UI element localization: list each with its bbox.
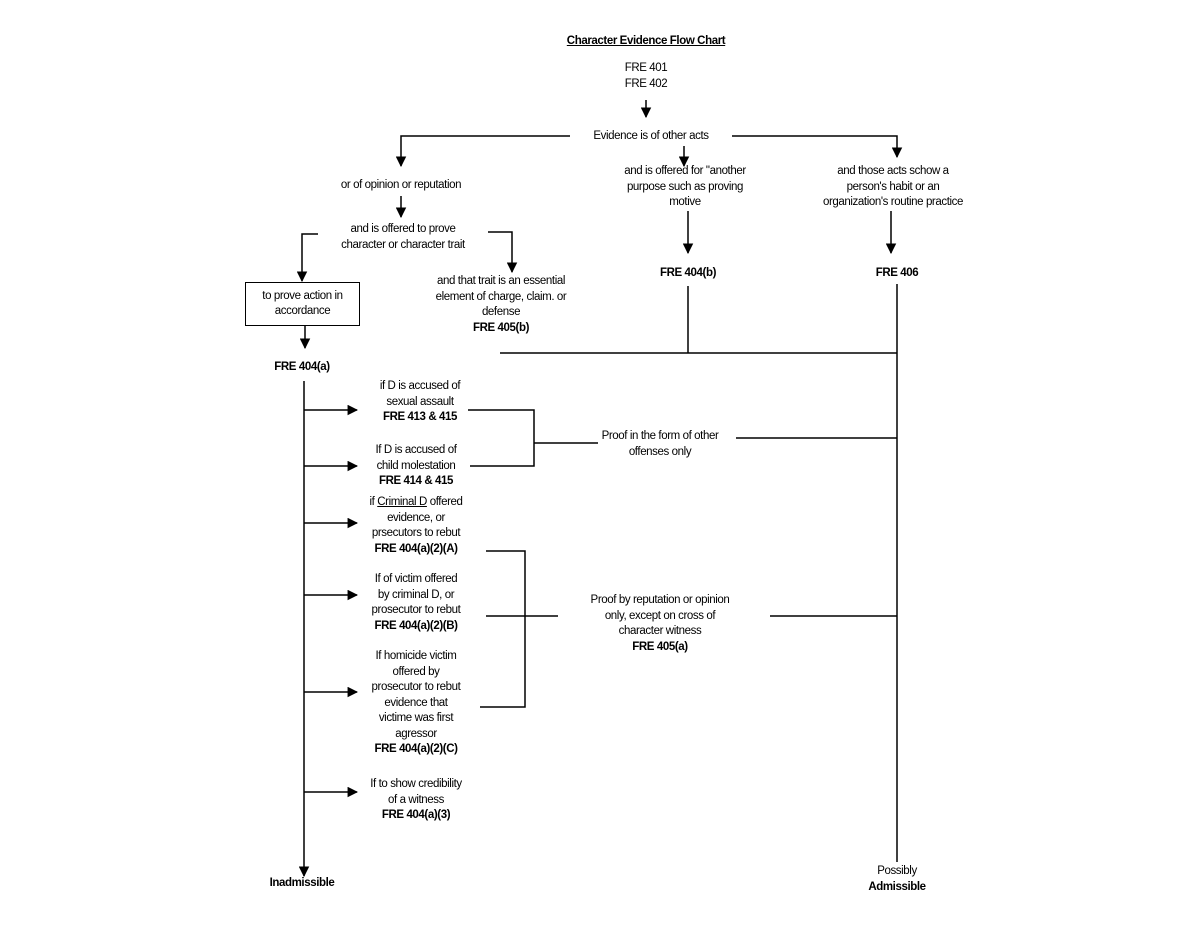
- rule-404a2A: FRE 404(a)(2)(A): [374, 542, 458, 555]
- outcome-admissible-line: Admissible: [868, 880, 926, 893]
- offered-to-prove-line1: and is offered to prove: [350, 223, 456, 235]
- proof-other-offenses-line2: offenses only: [628, 445, 692, 458]
- exception-line: agressor: [395, 727, 437, 740]
- rule-405b: FRE 405(b): [472, 321, 530, 334]
- start-node: FRE 401 FRE 402: [596, 61, 696, 92]
- exception-line: evidence, or: [387, 511, 445, 524]
- habit-line1: and those acts schow a: [837, 165, 949, 177]
- exception-line: prosecutor to rebut: [371, 681, 461, 693]
- exception-line: offered by: [392, 665, 440, 678]
- essential-line3: defense: [481, 306, 521, 318]
- rule-404a2B: FRE 404(a)(2)(B): [374, 619, 458, 632]
- exception-witness-credibility: If to show credibility of a witness FRE …: [352, 777, 480, 824]
- exception-child-molestation: If D is accused of child molestation FRE…: [352, 443, 480, 490]
- outcome-inadmissible: Inadmissible: [269, 877, 335, 889]
- exception-prefix: if: [369, 496, 378, 508]
- habit-line2: person's habit or an: [846, 180, 940, 193]
- habit-line3: organization's routine practice: [822, 196, 964, 208]
- proof-other-offenses-line1: Proof in the form of other: [601, 430, 719, 442]
- exception-line: evidence that: [384, 696, 448, 709]
- rule-404a3: FRE 404(a)(3): [381, 809, 451, 821]
- exception-line: prosecutor to rebut: [371, 604, 461, 616]
- proof-reputation-line2: only, except on cross of: [604, 609, 716, 622]
- outcome-possibly-admissible: Possibly Admissible: [852, 864, 942, 895]
- proof-reputation-line1: Proof by reputation or opinion: [590, 594, 730, 606]
- prove-action-box: to prove action in accordance: [245, 282, 360, 326]
- another-purpose-line2: purpose such as proving: [626, 180, 744, 193]
- opinion-reputation-node: or of opinion or reputation: [340, 179, 462, 191]
- exception-line: victime was first: [378, 712, 454, 724]
- exception-line: if D is accused of: [379, 380, 461, 392]
- rule-413-415: FRE 413 & 415: [382, 411, 458, 423]
- essential-element-node: and that trait is an essential element o…: [415, 274, 587, 336]
- essential-line2: element of charge, claim. or: [435, 290, 567, 303]
- bracket-404a2: [480, 550, 526, 708]
- essential-line1: and that trait is an essential: [437, 275, 565, 287]
- rule-406: FRE 406: [875, 267, 919, 279]
- exception-victim-character: If of victim offered by criminal D, or p…: [352, 572, 480, 634]
- bracket-sexual-offenses: [468, 409, 535, 467]
- exception-line: If to show credibility: [370, 778, 462, 790]
- habit-node: and those acts schow a person's habit or…: [800, 164, 986, 211]
- exception-criminal-d: if Criminal D offered evidence, or prsec…: [352, 495, 480, 557]
- another-purpose-node: and is offered for "another purpose such…: [604, 164, 766, 211]
- proof-reputation-line3: character witness: [618, 625, 702, 637]
- exception-homicide-victim: If homicide victim offered by prosecutor…: [352, 649, 480, 758]
- exception-line: of a witness: [388, 793, 444, 806]
- prove-action-line1: to prove action in: [262, 289, 343, 302]
- connector-offered-to-essential: [488, 231, 518, 274]
- rule-404a2C: FRE 404(a)(2)(C): [374, 743, 458, 755]
- rule-404a: FRE 404(a): [274, 361, 330, 373]
- connector-evidence-left: [395, 135, 570, 168]
- another-purpose-line3: motive: [669, 196, 701, 208]
- proof-reputation-node: Proof by reputation or opinion only, exc…: [560, 593, 760, 655]
- exception-line: by criminal D, or: [377, 588, 455, 601]
- exception-line: sexual assault: [386, 395, 454, 408]
- outcome-possibly-line: Possibly: [877, 865, 917, 877]
- prove-action-line2: accordance: [274, 305, 331, 317]
- rule-414-415: FRE 414 & 415: [378, 475, 454, 487]
- rule-405a: FRE 405(a): [632, 640, 688, 653]
- connector-evidence-right: [732, 135, 903, 159]
- offered-to-prove-line2: character or character trait: [341, 238, 465, 251]
- exception-line: child molestation: [376, 459, 456, 472]
- chart-title: Character Evidence Flow Chart: [566, 35, 726, 47]
- exception-suffix: offered: [426, 496, 463, 508]
- exception-line: If of victim offered: [374, 573, 458, 585]
- exception-line: If D is accused of: [375, 444, 457, 456]
- exception-line: prsecutors to rebut: [371, 527, 461, 539]
- another-purpose-line1: and is offered for "another: [624, 165, 746, 177]
- evidence-other-acts-node: Evidence is of other acts: [593, 130, 709, 142]
- proof-other-offenses-node: Proof in the form of other offenses only: [585, 429, 735, 460]
- exception-sexual-assault: if D is accused of sexual assault FRE 41…: [356, 379, 484, 426]
- rule-401: FRE 401: [624, 62, 668, 74]
- rule-404b: FRE 404(b): [659, 267, 717, 279]
- rule-402: FRE 402: [624, 77, 668, 90]
- exception-line: if Criminal D offered: [352, 495, 480, 511]
- connector-offered-to-box: [296, 233, 318, 283]
- exception-line: If homicide victim: [375, 650, 457, 662]
- prove-action-text: to prove action in accordance: [262, 289, 343, 320]
- exception-underlined: Criminal D: [377, 496, 427, 508]
- offered-to-prove-node: and is offered to prove character or cha…: [318, 222, 488, 253]
